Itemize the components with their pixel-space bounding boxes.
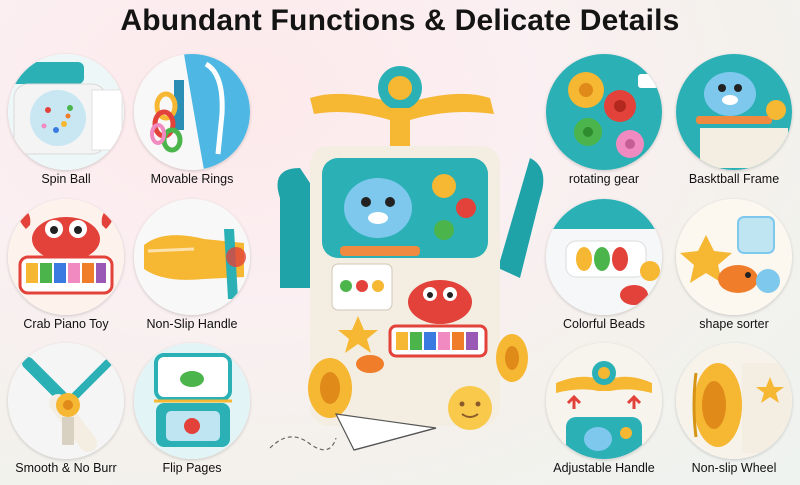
handle-icon [134,199,250,315]
feature-label: Adjustable Handle [553,461,655,475]
page-title: Abundant Functions & Delicate Details [120,4,680,37]
feature-label: rotating gear [568,172,640,186]
feature-label: Movable Rings [150,172,234,186]
crab-piano-icon [8,199,124,315]
feature-label: Crab Piano Toy [23,317,109,331]
adjustable-handle-icon [546,343,662,459]
shape-sorter-icon [676,199,792,315]
baby-walker-product-image [240,58,560,478]
feature-label: Basktball Frame [688,172,780,186]
flip-pages-icon [134,343,250,459]
rings-icon [134,54,250,170]
beads-icon [546,199,662,315]
feature-label: Non-slip Wheel [691,461,777,475]
basketball-frame-icon [676,54,792,170]
feature-label: Spin Ball [41,172,91,186]
feature-label: Colorful Beads [563,317,645,331]
spin-ball-icon [8,54,124,170]
feature-label: shape sorter [699,317,769,331]
feature-label: Smooth & No Burr [15,461,117,475]
feature-label: Flip Pages [162,461,222,475]
feature-label: Non-Slip Handle [146,317,238,331]
wheel-icon [676,343,792,459]
hinge-icon [8,343,124,459]
gear-icon [546,54,662,170]
